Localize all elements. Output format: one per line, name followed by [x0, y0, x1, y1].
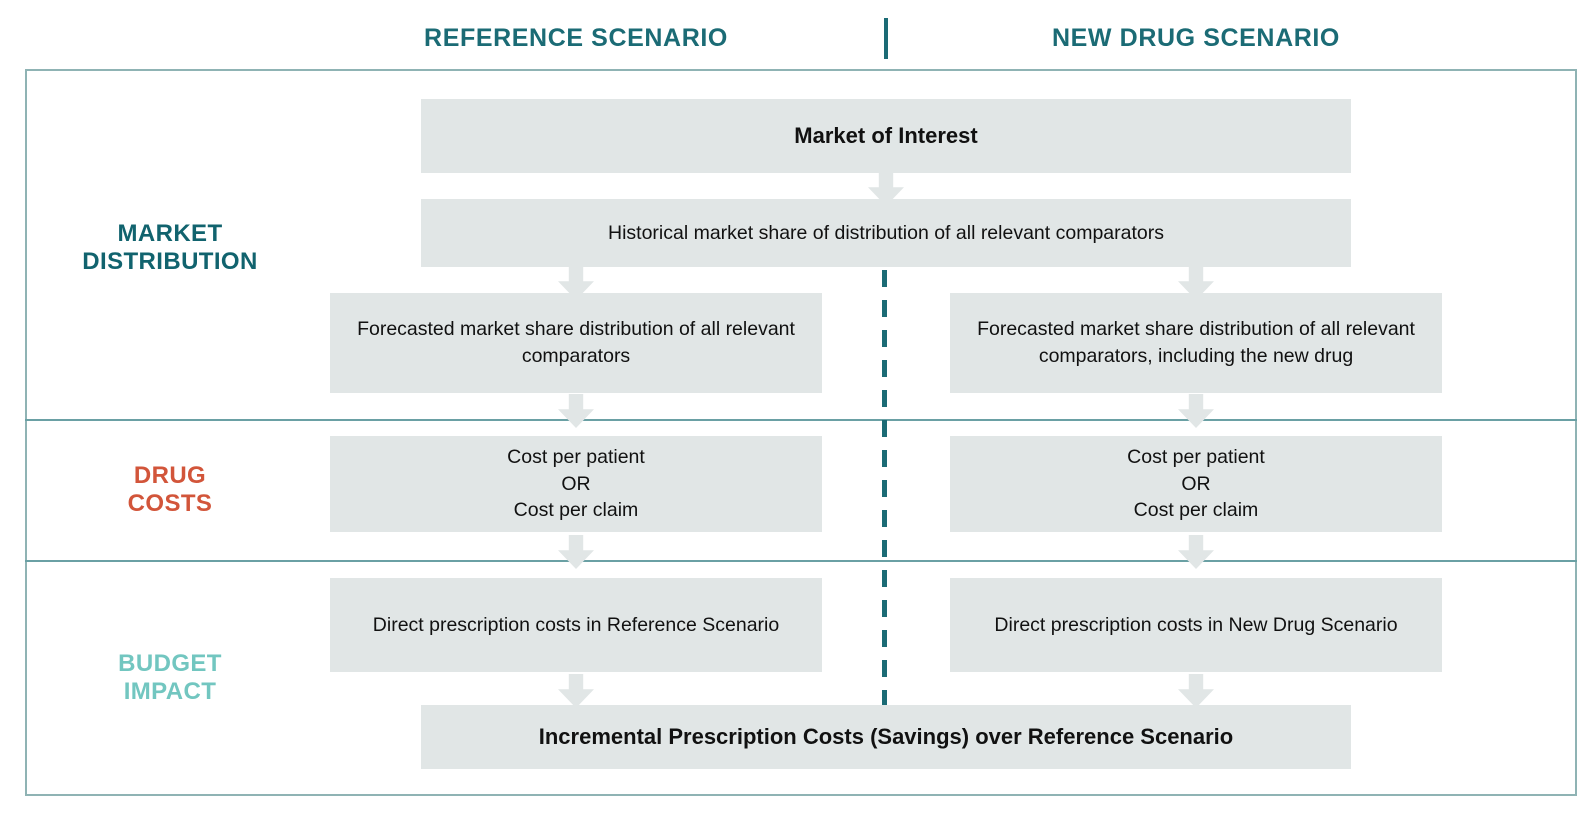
box-direct-prescription-costs-new-drug: Direct prescription costs in New Drug Sc… — [950, 578, 1442, 672]
scenario-header: REFERENCE SCENARIO NEW DRUG SCENARIO — [0, 0, 1588, 70]
header-divider-tick — [884, 18, 888, 59]
scenario-dashed-divider — [882, 270, 887, 725]
diagram-frame — [25, 69, 1577, 796]
reference-scenario-title: REFERENCE SCENARIO — [424, 24, 728, 52]
row-separator-drug-budget — [25, 560, 1577, 562]
box-market-of-interest: Market of Interest — [421, 99, 1351, 173]
new-drug-scenario-title: NEW DRUG SCENARIO — [1052, 24, 1340, 52]
box-historical-market-share: Historical market share of distribution … — [421, 199, 1351, 267]
row-separator-market-drug — [25, 419, 1577, 421]
box-incremental-prescription-costs: Incremental Prescription Costs (Savings)… — [421, 705, 1351, 769]
box-direct-prescription-costs-reference: Direct prescription costs in Reference S… — [330, 578, 822, 672]
box-forecast-market-share-reference: Forecasted market share distribution of … — [330, 293, 822, 393]
box-forecast-market-share-new-drug: Forecasted market share distribution of … — [950, 293, 1442, 393]
